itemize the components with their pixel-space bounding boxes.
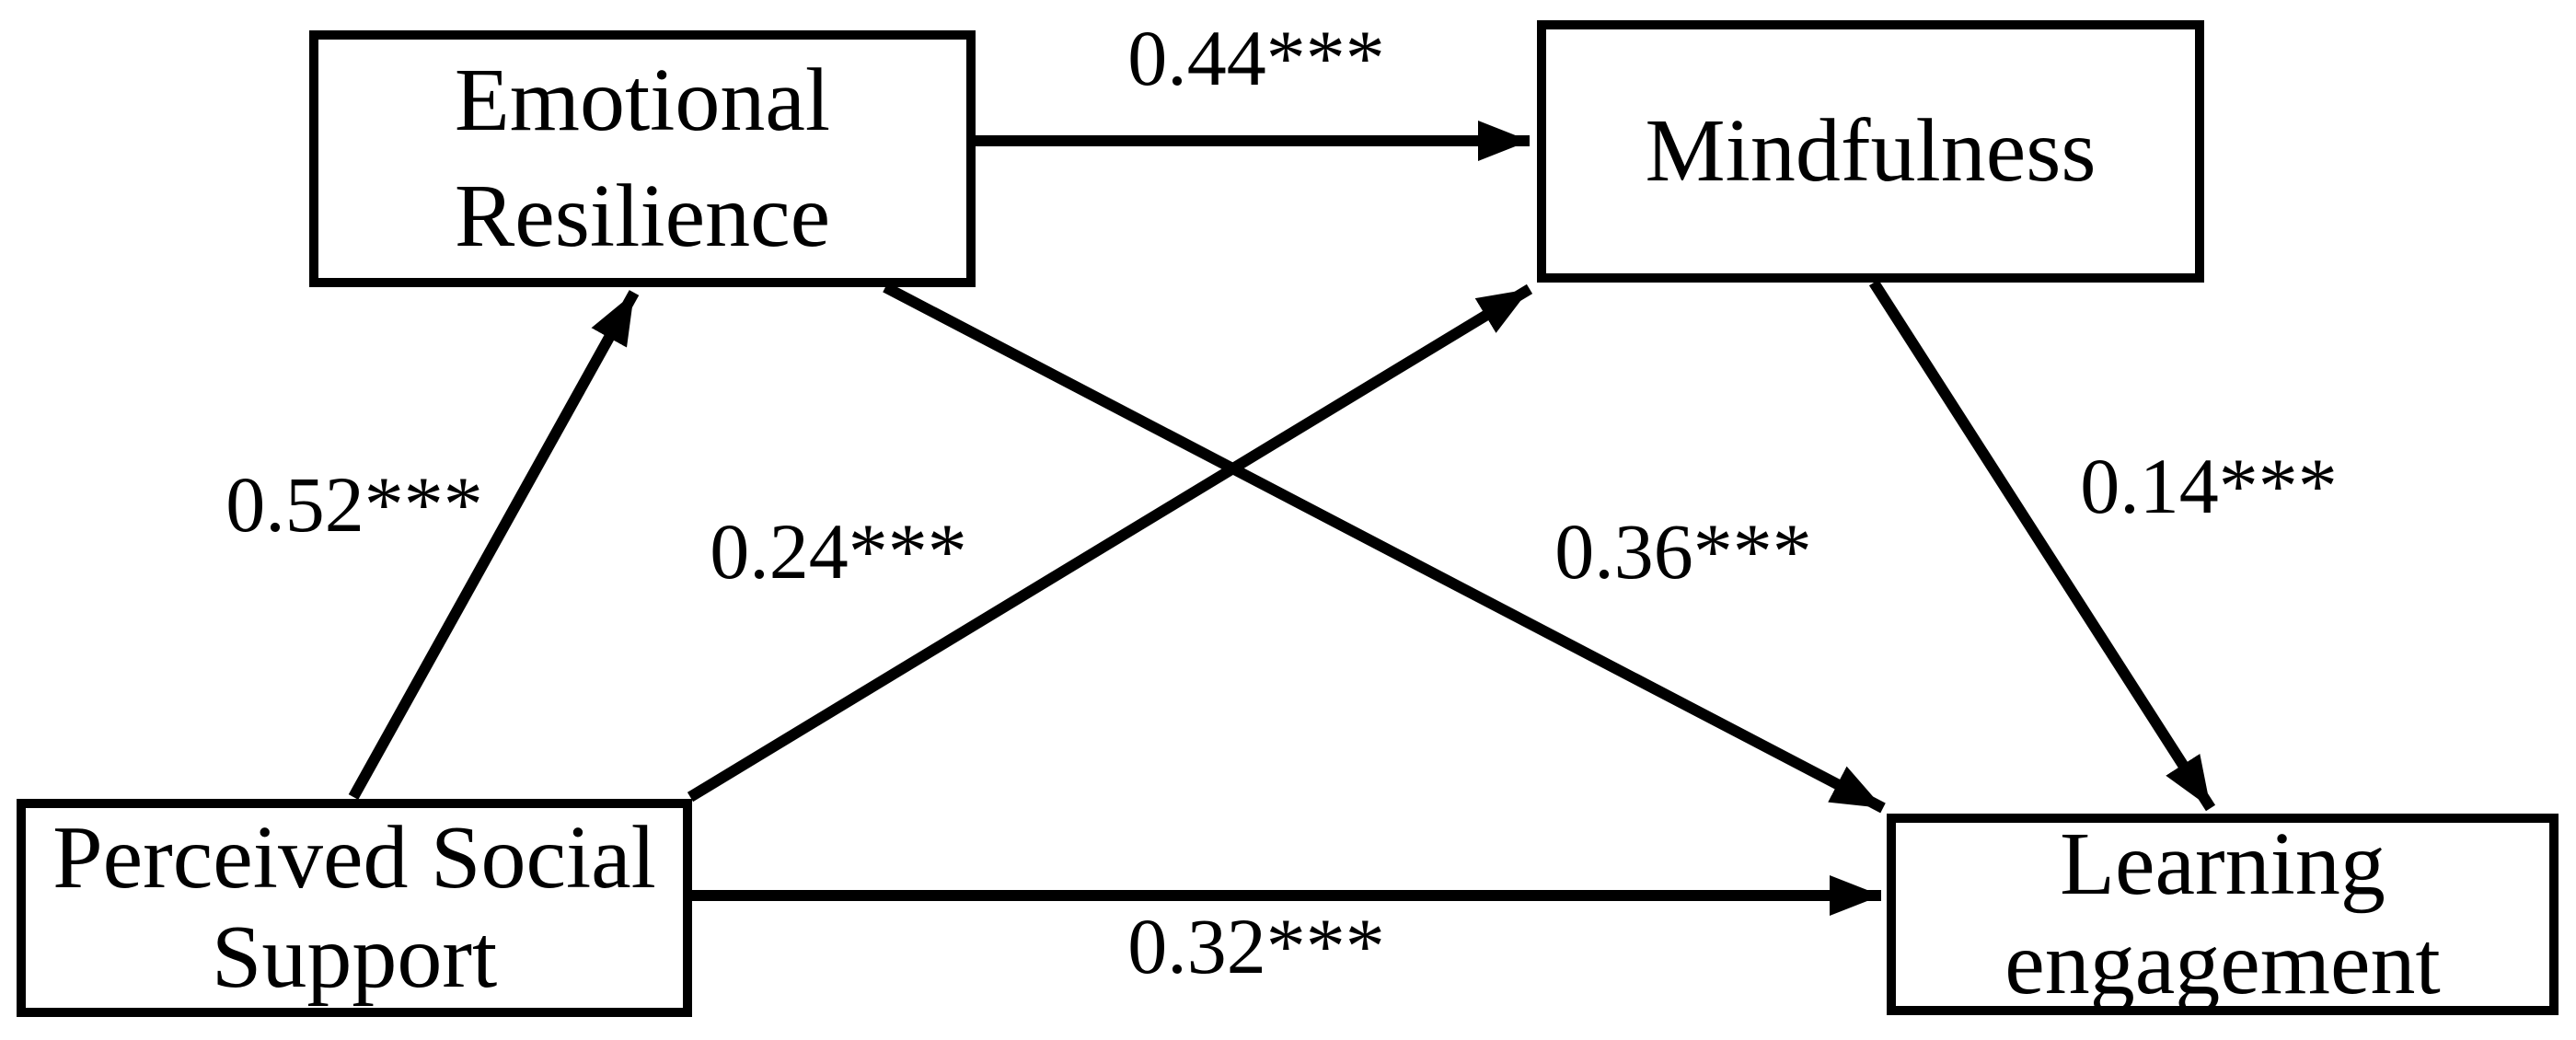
node-label-line: engagement xyxy=(2004,913,2441,1013)
node-label-line: Support xyxy=(211,907,498,1007)
node-learning-engagement: Learning engagement xyxy=(1887,814,2559,1015)
arrow-perceived-social-support-to-mindfulness xyxy=(687,283,1533,803)
node-label-line: Emotional xyxy=(454,51,831,151)
arrow-emotional-resilience-to-learning-engagement xyxy=(883,282,1886,814)
coefficient-emotional-resilience-to-learning-engagement: 0.36*** xyxy=(1554,507,1812,595)
arrow-mindfulness-to-learning-engagement xyxy=(1868,279,2216,812)
coefficient-perceived-social-support-to-emotional-resilience: 0.52*** xyxy=(225,460,483,549)
coefficient-perceived-social-support-to-mindfulness: 0.24*** xyxy=(710,507,967,595)
node-perceived-social-support: Perceived Social Support xyxy=(17,799,692,1017)
node-label-line: Resilience xyxy=(454,166,831,266)
coefficient-perceived-social-support-to-learning-engagement: 0.32*** xyxy=(1127,902,1385,990)
node-label-line: Learning xyxy=(2060,814,2385,914)
coefficient-emotional-resilience-to-mindfulness: 0.44*** xyxy=(1127,14,1385,102)
node-label-line: Mindfulness xyxy=(1645,100,2097,201)
coefficient-mindfulness-to-learning-engagement: 0.14*** xyxy=(2080,442,2338,530)
arrow-perceived-social-support-to-emotional-resilience xyxy=(348,290,640,800)
node-emotional-resilience: Emotional Resilience xyxy=(309,30,976,287)
node-mindfulness: Mindfulness xyxy=(1537,20,2204,283)
node-label-line: Perceived Social xyxy=(52,807,656,907)
